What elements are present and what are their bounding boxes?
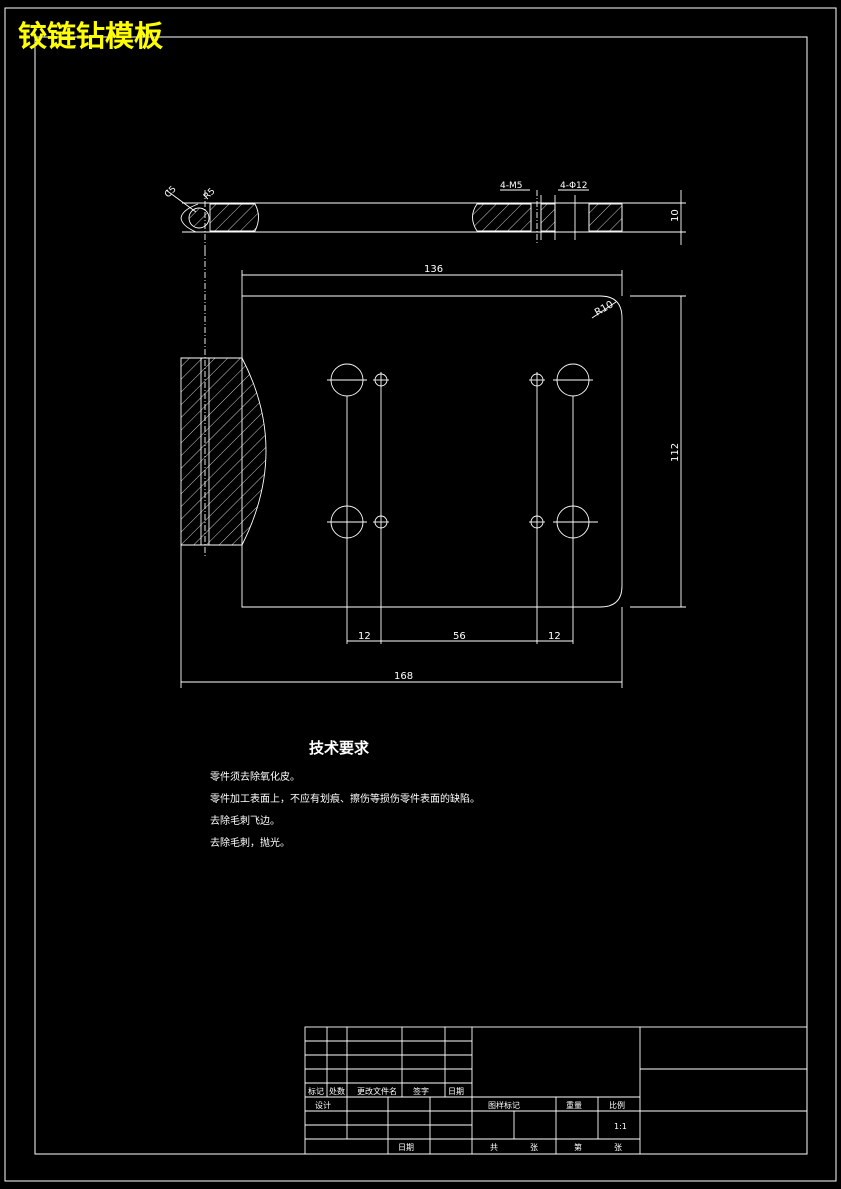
hole-large-tl (327, 363, 367, 397)
rev-header-4: 日期 (448, 1087, 464, 1096)
weight-label: 重量 (566, 1100, 582, 1110)
sheet-no-label: 第 (574, 1142, 582, 1152)
drawing-title: 铰链钻模板 (18, 19, 164, 53)
date-label: 日期 (398, 1143, 414, 1152)
total-label: 共 (490, 1143, 498, 1152)
sheets-label: 张 (530, 1143, 538, 1152)
plan-view (180, 250, 686, 688)
rev-header-1: 处数 (329, 1086, 345, 1096)
dim-hole-b: 4-Φ12 (560, 181, 588, 191)
dim-overall-width: 168 (394, 671, 413, 682)
hole-large-tr (553, 363, 593, 397)
dim-top-width: 136 (424, 264, 443, 275)
dim-chamfer-b: R5 (202, 187, 218, 203)
tech-requirements: 零件须去除氧化皮。零件加工表面上，不应有划痕、擦伤等损伤零件表面的缺陷。去除毛刺… (210, 770, 480, 849)
scale-value: 1:1 (614, 1122, 627, 1131)
tech-heading: 技术要求 (309, 739, 370, 757)
section-view (165, 189, 686, 250)
scale-label: 比例 (609, 1100, 625, 1110)
outer-border (4, 7, 837, 1182)
design-label: 设计 (315, 1100, 331, 1110)
dim-gap-right: 12 (548, 631, 561, 642)
sheet-label: 张 (614, 1143, 622, 1152)
stage-label: 图样标记 (488, 1100, 520, 1110)
dim-thickness: 10 (670, 209, 681, 222)
tech-requirement-line: 去除毛刺飞边。 (210, 814, 280, 827)
title-block (304, 1026, 808, 1155)
rev-header-3: 签字 (413, 1086, 429, 1096)
hole-large-br (553, 505, 598, 539)
dim-gap-left: 12 (358, 631, 371, 642)
inner-border (34, 36, 808, 1155)
dim-hole-a: 4-M5 (500, 181, 522, 191)
rev-header-2: 更改文件名 (357, 1086, 397, 1096)
tech-requirement-line: 零件须去除氧化皮。 (210, 770, 300, 783)
rev-header-0: 标记 (308, 1086, 324, 1096)
dim-height: 112 (670, 443, 681, 462)
dim-radius: R10 (593, 299, 616, 318)
dim-gap-mid: 56 (453, 631, 466, 642)
tech-requirement-line: 零件加工表面上，不应有划痕、擦伤等损伤零件表面的缺陷。 (210, 792, 480, 805)
tech-requirement-line: 去除毛刺，抛光。 (210, 836, 290, 849)
